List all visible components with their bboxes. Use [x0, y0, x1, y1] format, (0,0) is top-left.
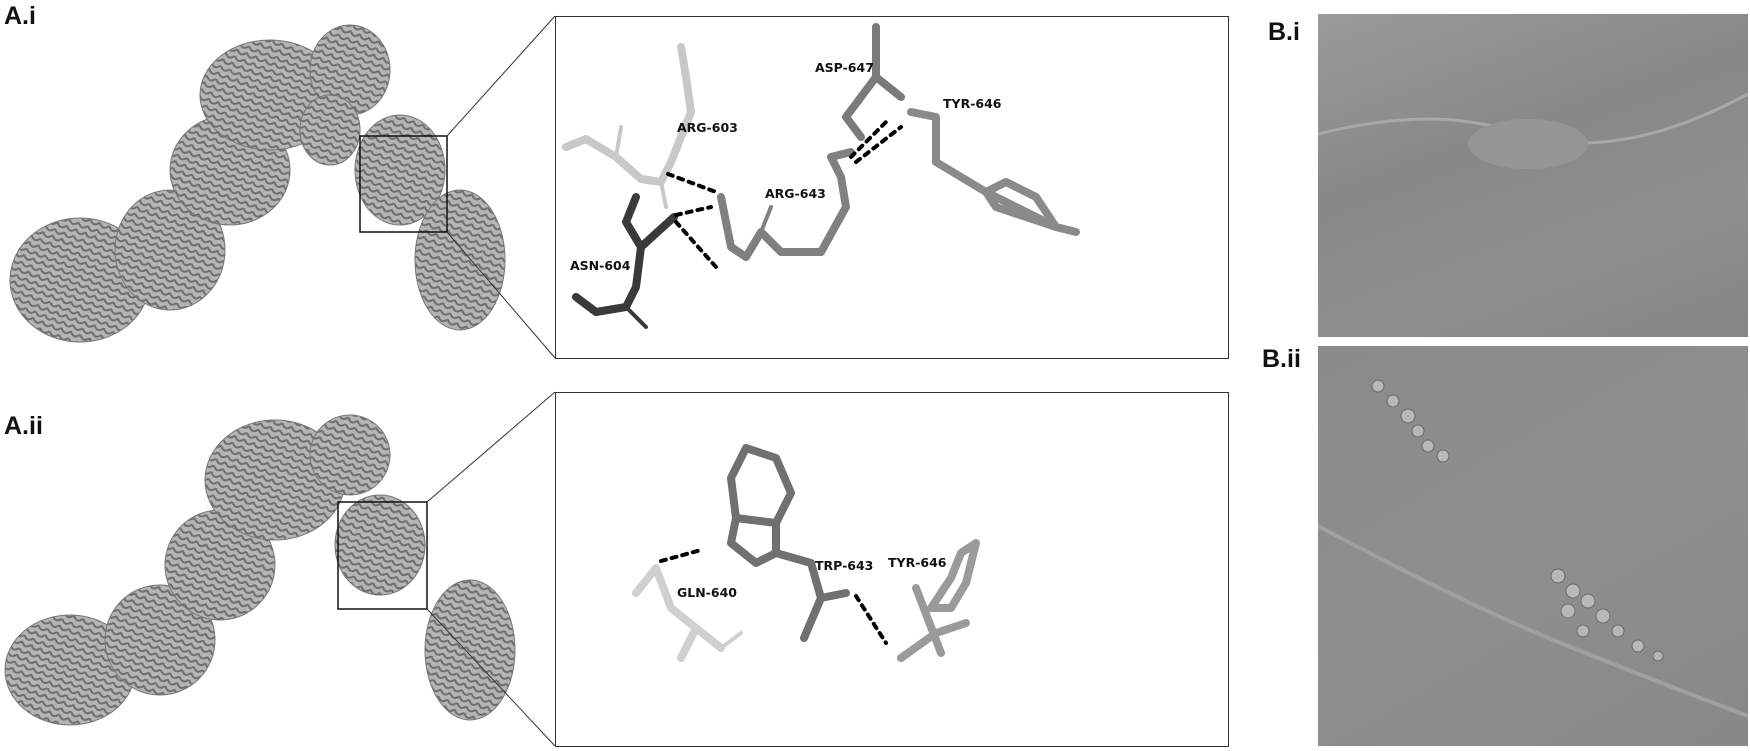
- panel-label-a-i: A.i: [4, 2, 36, 30]
- residue-label: TRP-643: [815, 558, 874, 573]
- residue-tyr-646-sticks: [897, 539, 980, 662]
- residue-label: ARG-643: [765, 186, 826, 201]
- stick-model-a-i: [562, 23, 1080, 329]
- inset-a-ii: GLN-640 TRP-643 TYR-646: [555, 392, 1229, 747]
- zoom-box-a-ii: [337, 501, 428, 610]
- micrograph-b-ii: [1318, 346, 1748, 746]
- inset-a-i: ARG-603 ASP-647 TYR-646 ARG-643 ASN-604: [555, 16, 1229, 359]
- hydrogen-bonds: [666, 120, 903, 269]
- protein-structure-a-i: [9, 24, 506, 343]
- protein-structure-a-ii: [4, 414, 516, 726]
- residue-arg-643-sticks: [717, 148, 855, 261]
- residue-trp-643-sticks: [727, 444, 850, 642]
- zoom-box-a-i: [359, 135, 448, 233]
- cell-outline: [1318, 92, 1748, 169]
- residue-label: TYR-646: [888, 555, 947, 570]
- residue-asn-604-sticks: [572, 193, 678, 329]
- residue-label: ASP-647: [815, 60, 874, 75]
- panel-label-a-ii: A.ii: [4, 412, 43, 440]
- stick-model-a-ii: [632, 444, 980, 662]
- residue-label: ASN-604: [570, 258, 631, 273]
- cell-vesicles: [1318, 379, 1748, 718]
- residue-label: TYR-646: [943, 96, 1002, 111]
- residue-asp-647-sticks: [842, 23, 905, 141]
- panel-label-b-i: B.i: [1268, 18, 1300, 46]
- panel-label-b-ii: B.ii: [1262, 345, 1301, 373]
- residue-label: ARG-603: [677, 120, 738, 135]
- residue-tyr-646-sticks: [907, 108, 1080, 236]
- residue-gln-640-sticks: [632, 564, 743, 662]
- residue-label: GLN-640: [677, 585, 737, 600]
- residue-arg-603-sticks: [562, 43, 695, 209]
- micrograph-b-i: [1318, 14, 1748, 337]
- hydrogen-bonds: [659, 548, 888, 645]
